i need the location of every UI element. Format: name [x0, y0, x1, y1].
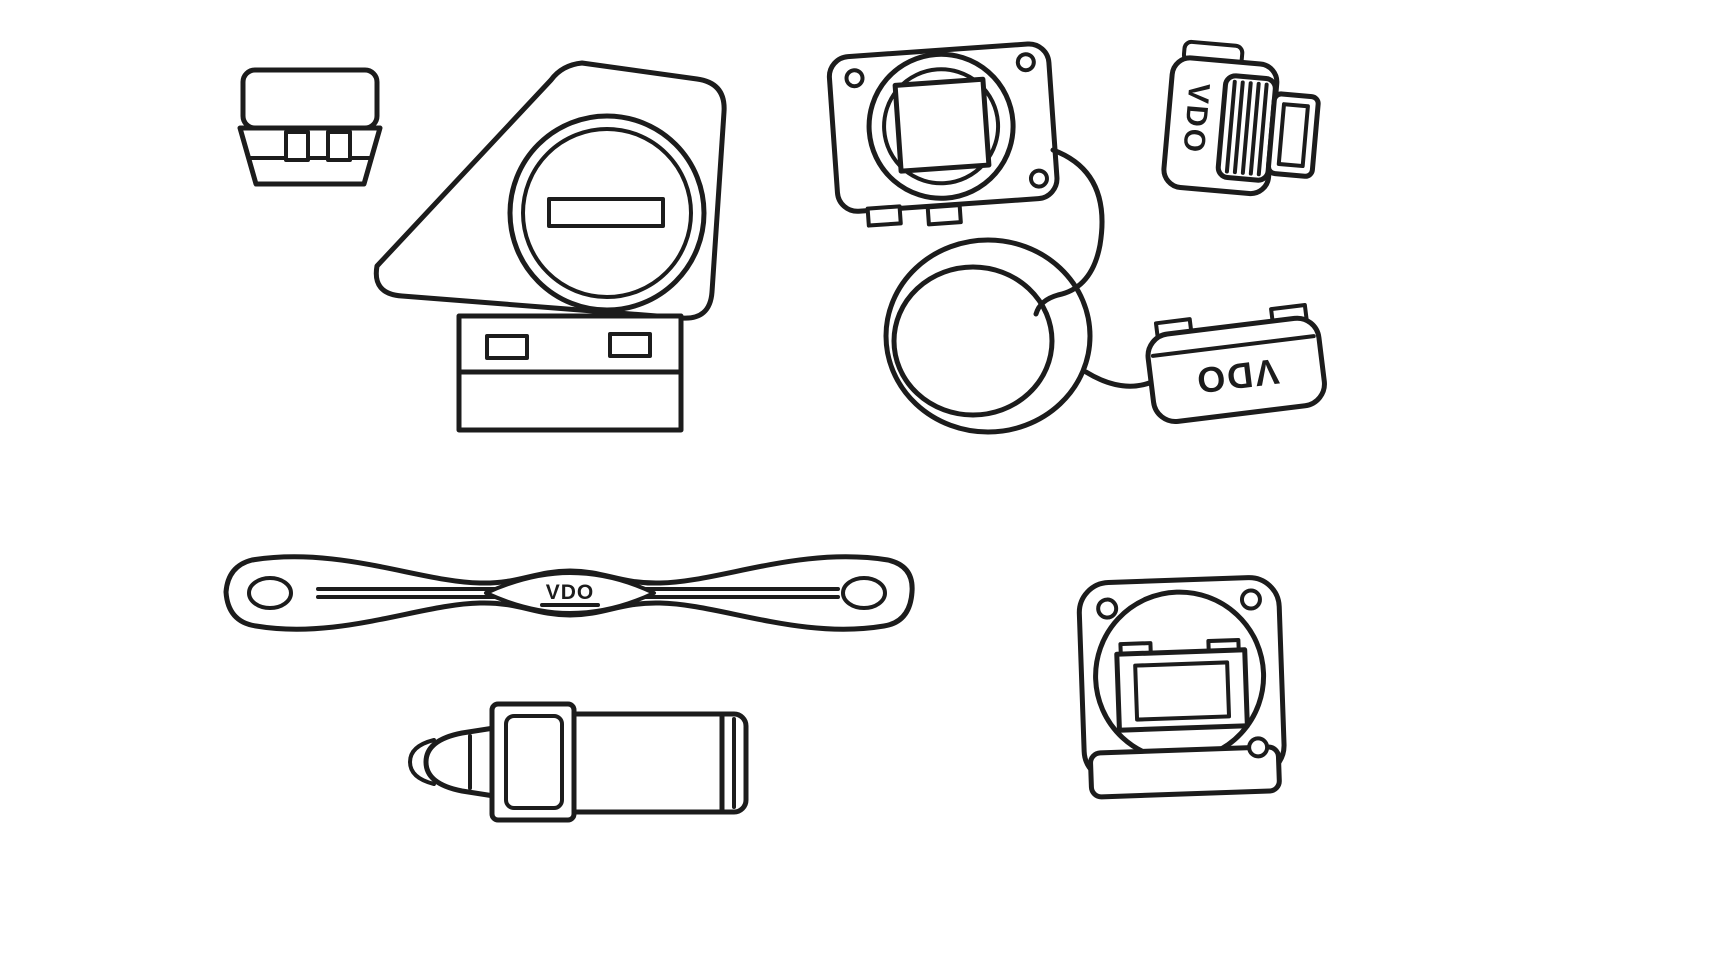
battery-cover [237, 67, 383, 187]
bracket-lip [1088, 744, 1282, 800]
wireless-sensor-strap-inner [1276, 102, 1310, 169]
head-unit-base-slot-right [608, 332, 652, 358]
wheel-magnet [408, 701, 749, 823]
head-unit-slot [547, 197, 665, 228]
bracket-lock-inner [1133, 660, 1232, 722]
mount-lock-plate [892, 76, 992, 174]
cable-to-sensor [1083, 369, 1155, 389]
mount-foot-right [925, 203, 963, 227]
fork-sensor-band: VDO [223, 554, 915, 632]
mount-bracket [1076, 575, 1287, 800]
bracket-screw-hole-tr [1239, 588, 1262, 611]
band-lens [484, 571, 656, 615]
bracket-screw-hole-br [1247, 736, 1270, 759]
magnet-barrel [561, 711, 749, 815]
cable-sensor-body [1145, 315, 1327, 424]
handlebar-mount [826, 41, 1060, 228]
magnet-cone-tip [408, 738, 436, 786]
wireless-sensor-ribs [1224, 79, 1269, 177]
cable-speed-sensor: VDO [1145, 303, 1327, 424]
cable-loop-outer [883, 237, 1093, 435]
wireless-speed-sensor: VDO [1161, 39, 1321, 197]
mount-foot-left [865, 204, 903, 228]
cable-sensor-vdo-label: VDO [1193, 351, 1281, 402]
head-unit-base-slot-left [485, 334, 529, 360]
battery-cover-top [240, 67, 380, 131]
mount-screw-hole-tr [1015, 52, 1036, 73]
cable-sensor-seam [1150, 334, 1316, 358]
cable-upper [1033, 147, 1105, 317]
mount-screw-hole-tl [844, 68, 865, 89]
wireless-sensor-vdo-label: VDO [1176, 82, 1215, 156]
band-slot-right [841, 576, 887, 610]
magnet-cone [423, 725, 497, 799]
band-slot-left [247, 576, 293, 610]
sensor-cable-loop [883, 147, 1155, 435]
computer-head-unit [373, 60, 727, 433]
battery-cover-notch-right [326, 130, 352, 162]
cable-loop-inner [891, 264, 1055, 418]
magnet-clamp-inner [504, 714, 564, 810]
battery-cover-notch-left [284, 130, 310, 162]
bracket-screw-hole-tl [1096, 597, 1119, 620]
mount-screw-hole-br [1028, 168, 1049, 189]
band-vdo-label: VDO [546, 581, 595, 604]
